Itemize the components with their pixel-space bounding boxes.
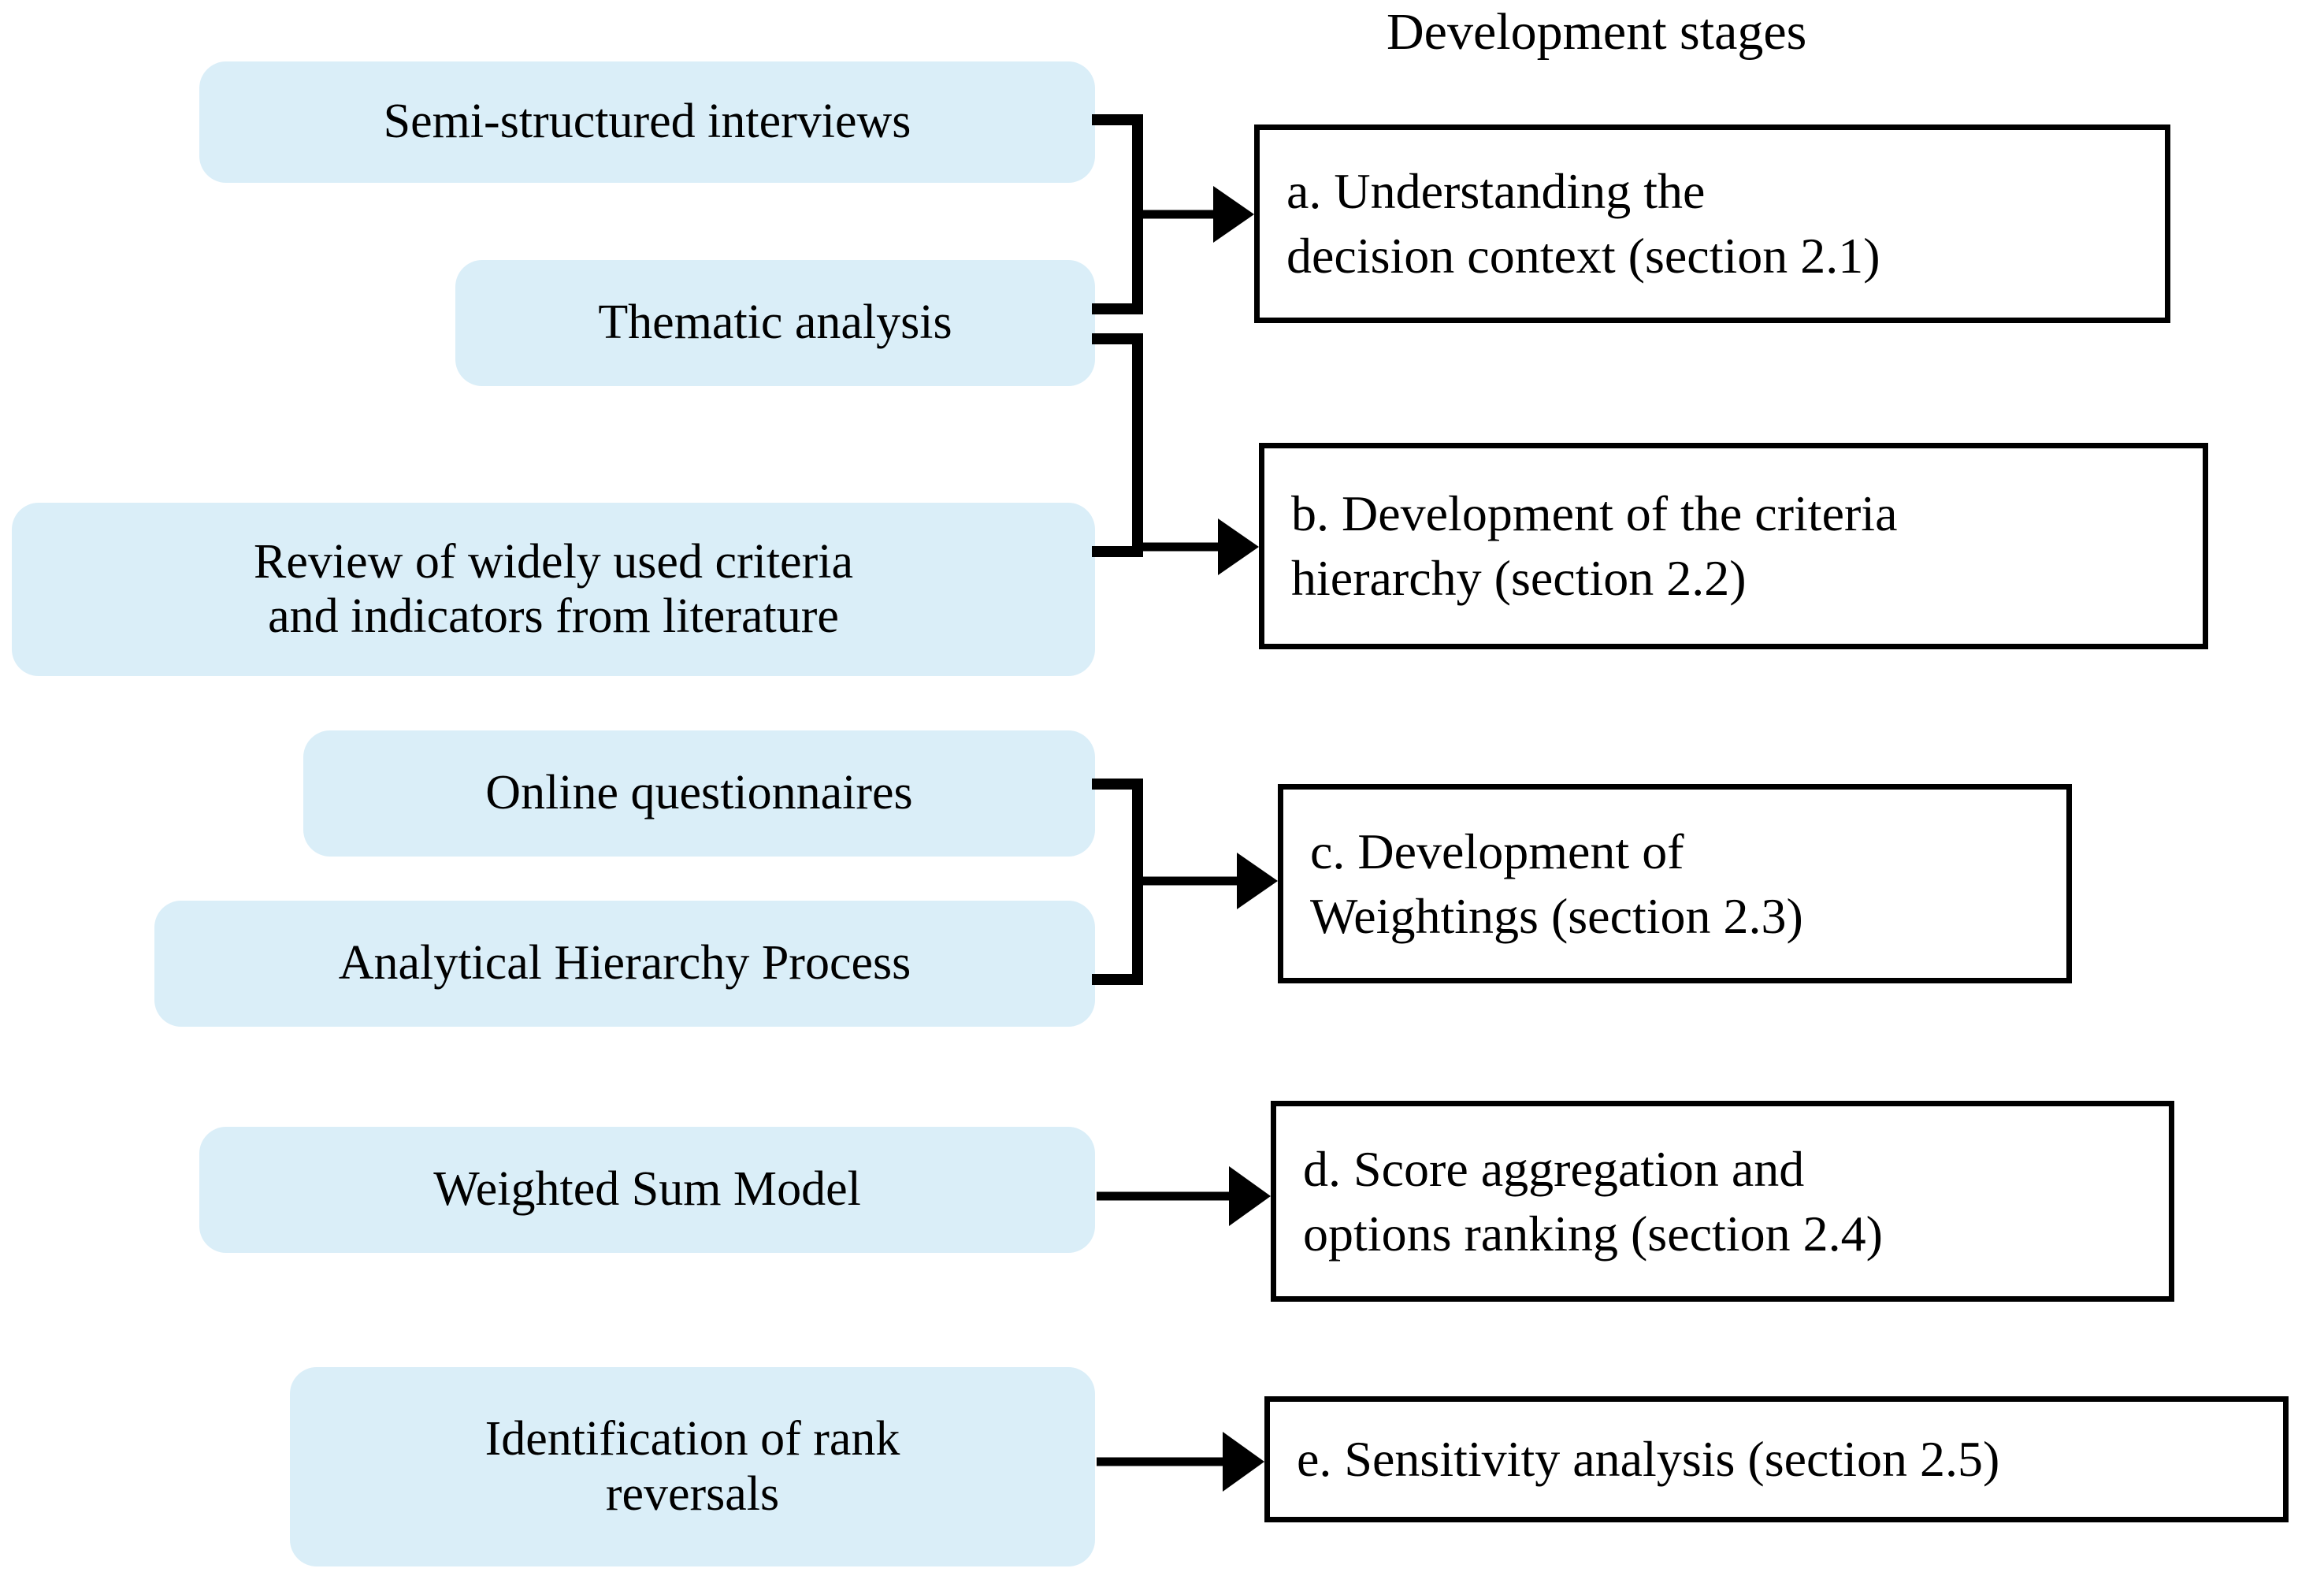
method-label: Thematic analysis [598,295,952,350]
arrow-to-stage-e [1097,1432,1264,1492]
method-analytical-hierarchy-process: Analytical Hierarchy Process [154,901,1095,1027]
stage-box-b: b. Development of the criteria hierarchy… [1259,443,2208,649]
arrow-to-stage-d [1097,1166,1271,1226]
stage-c-line2: Weightings (section 2.3) [1310,887,1803,944]
stage-d-line2: options ranking (section 2.4) [1303,1205,1883,1262]
method-label-line1: Review of widely used criteria [254,534,853,589]
method-label-line1: Identification of rank [484,1412,900,1466]
method-label: Online questionnaires [485,766,913,820]
method-label: Weighted Sum Model [433,1162,861,1217]
stage-b-line1: b. Development of the criteria [1291,485,1898,542]
stage-b-line2: hierarchy (section 2.2) [1291,550,1747,606]
stage-box-c: c. Development of Weightings (section 2.… [1278,784,2072,983]
stage-e-line1: e. Sensitivity analysis (section 2.5) [1297,1431,2000,1488]
method-thematic-analysis: Thematic analysis [455,260,1095,386]
stage-box-a: a. Understanding the decision context (s… [1254,124,2170,323]
stage-box-d: d. Score aggregation and options ranking… [1271,1101,2174,1302]
method-label-line2: reversals [605,1466,780,1521]
method-identification-of-rank-reversals: Identification of rank reversals [290,1367,1095,1566]
arrow-to-stage-b [1138,518,1259,575]
stage-box-e: e. Sensitivity analysis (section 2.5) [1264,1396,2289,1522]
method-label: Semi-structured interviews [383,95,911,149]
method-semi-structured-interviews: Semi-structured interviews [199,61,1095,183]
method-weighted-sum-model: Weighted Sum Model [199,1127,1095,1253]
page-title: Development stages [1387,3,1807,61]
stage-a-line2: decision context (section 2.1) [1286,228,1880,284]
arrow-to-stage-a [1138,186,1254,243]
bracket-b [1092,333,1143,557]
bracket-c [1092,779,1143,985]
stage-c-line1: c. Development of [1310,823,1684,879]
arrow-to-stage-c [1138,853,1278,909]
method-label-line2: and indicators from literature [268,589,839,643]
method-online-questionnaires: Online questionnaires [303,730,1095,857]
stage-a-line1: a. Understanding the [1286,163,1706,220]
bracket-a [1092,114,1143,314]
method-review-of-criteria: Review of widely used criteria and indic… [12,503,1095,676]
method-label: Analytical Hierarchy Process [338,936,911,990]
stage-d-line1: d. Score aggregation and [1303,1140,1805,1197]
